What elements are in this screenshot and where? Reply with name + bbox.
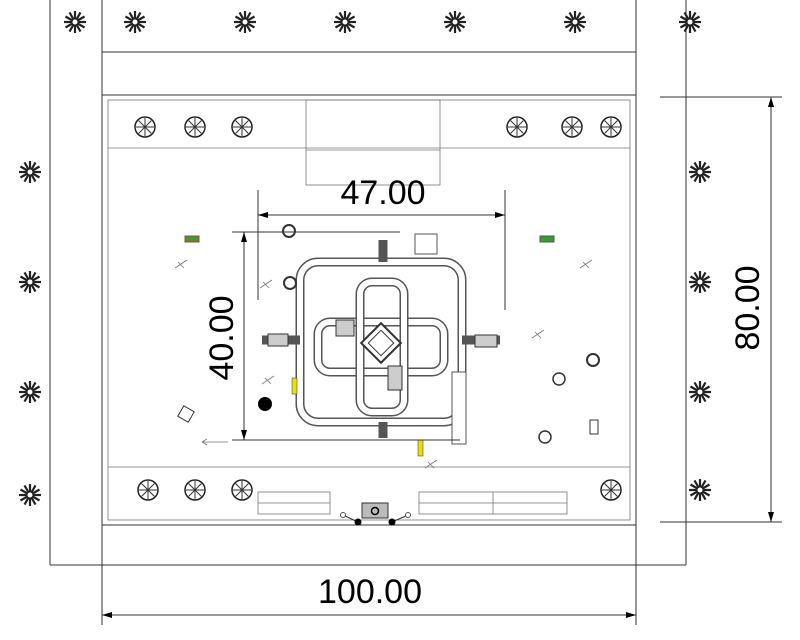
tree-icon (19, 381, 41, 403)
tree-icon (234, 11, 256, 33)
tree-icon (19, 161, 41, 183)
shrub-icon (137, 479, 159, 501)
trees (19, 11, 711, 506)
shrub-icon (561, 116, 583, 138)
shrub-icon (600, 116, 622, 138)
tree-icon (689, 479, 711, 501)
tree-icon (124, 11, 146, 33)
shrubs (134, 116, 622, 501)
tree-icon (19, 271, 41, 293)
tree-icon (689, 381, 711, 403)
dimension-top: 47.00 (257, 174, 506, 310)
tree-icon (689, 271, 711, 293)
dimension-label-47: 47.00 (340, 174, 425, 212)
shrub-icon (134, 116, 156, 138)
shrub-icon (600, 479, 622, 501)
dimension-label-40: 40.00 (203, 295, 241, 380)
tree-icon (64, 11, 86, 33)
shrub-icon (184, 479, 206, 501)
tree-icon (564, 11, 586, 33)
dimension-label-100: 100.00 (318, 573, 422, 611)
shrub-icon (184, 116, 206, 138)
gate (340, 502, 411, 526)
tree-icon (689, 161, 711, 183)
tree-icon (679, 11, 701, 33)
playground-structure (174, 224, 600, 469)
shrub-icon (506, 116, 528, 138)
site-boundaries (49, 0, 687, 566)
tree-icon (444, 11, 466, 33)
dimension-left: 40.00 (203, 231, 460, 441)
dimension-label-80: 80.00 (729, 265, 767, 350)
dimension-right: 80.00 (660, 96, 782, 523)
shrub-icon (231, 116, 253, 138)
shrub-icon (231, 479, 253, 501)
tree-icon (334, 11, 356, 33)
dimension-bottom: 100.00 (101, 565, 637, 625)
tree-icon (19, 484, 41, 506)
